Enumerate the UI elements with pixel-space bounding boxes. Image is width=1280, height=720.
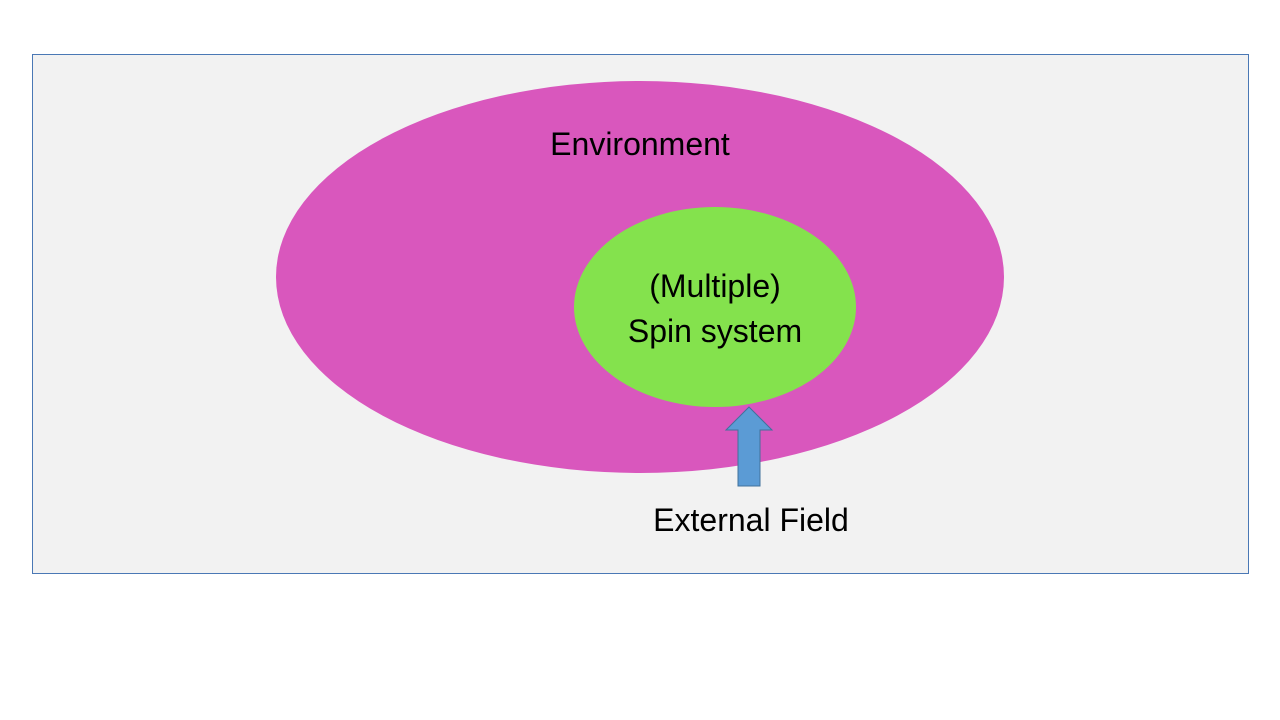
environment-label: Environment [550,126,730,162]
spin-system-label-line2: Spin system [628,313,802,349]
external-field-label: External Field [653,502,849,538]
up-arrow-icon [724,406,774,487]
spin-system-ellipse [574,207,856,407]
spin-system-label-line1: (Multiple) [649,268,781,304]
